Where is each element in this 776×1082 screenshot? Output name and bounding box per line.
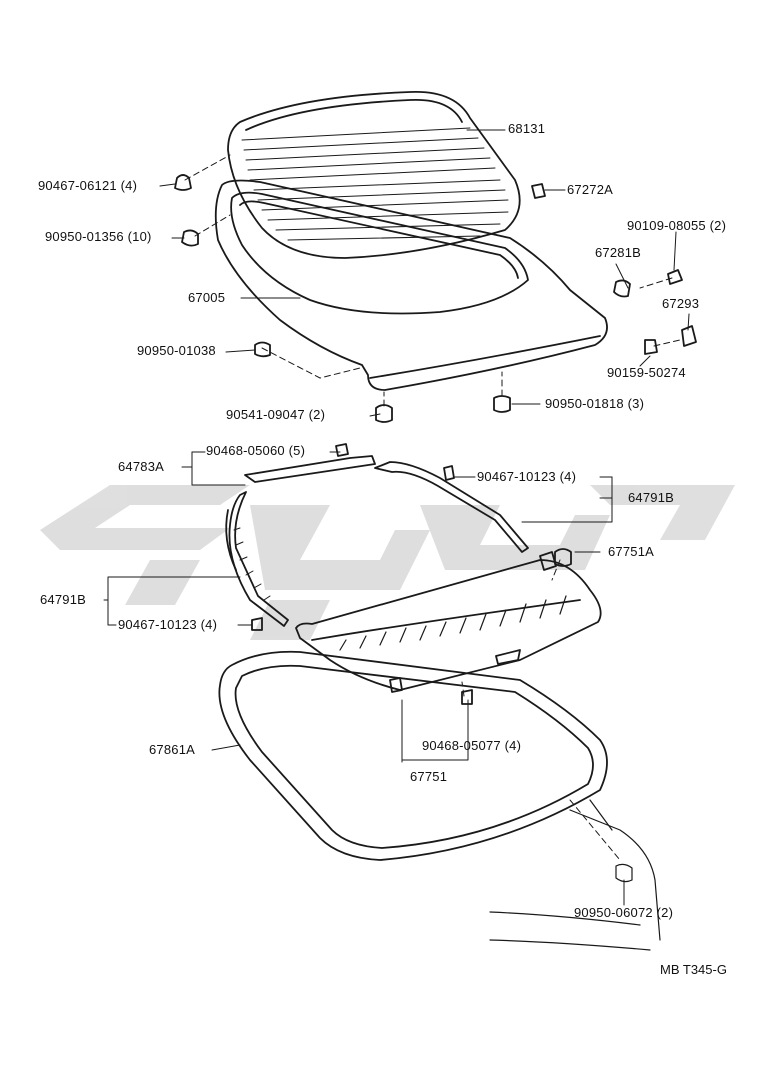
- fasteners-top: [174, 174, 697, 423]
- label-90468-05077: 90468-05077 (4): [422, 738, 522, 753]
- guide-lines: [184, 154, 681, 861]
- seal-67861A: [218, 650, 608, 861]
- diagram-reference: MB T345-G: [660, 962, 727, 977]
- label-67861A: 67861A: [149, 742, 196, 757]
- label-90950-01818: 90950-01818 (3): [545, 396, 645, 411]
- label-90467-06121: 90467-06121 (4): [38, 178, 138, 193]
- label-90467-10123-right: 90467-10123 (4): [477, 469, 577, 484]
- label-67281B: 67281B: [595, 245, 642, 260]
- label-64791B-left: 64791B: [40, 592, 87, 607]
- rail-64791B-left: [225, 491, 289, 631]
- label-67272A: 67272A: [567, 182, 614, 197]
- rail-64791B-right: [374, 461, 529, 553]
- label-67005: 67005: [188, 290, 226, 305]
- label-67751: 67751: [410, 769, 448, 784]
- label-90950-06072: 90950-06072 (2): [574, 905, 674, 920]
- spoiler-body-67005: [214, 179, 608, 391]
- glass-hatching: [241, 127, 509, 241]
- frame-tabs: [339, 595, 567, 651]
- label-90468-05060: 90468-05060 (5): [206, 443, 306, 458]
- label-90541-09047: 90541-09047 (2): [226, 407, 326, 422]
- leader-lines: [103, 129, 690, 906]
- label-64791B-right: 64791B: [628, 490, 675, 505]
- strip-64783A: [244, 443, 376, 483]
- label-67293: 67293: [662, 296, 700, 311]
- watermark-logo: [40, 485, 735, 640]
- label-90109-08055: 90109-08055 (2): [627, 218, 727, 233]
- label-90467-10123-left: 90467-10123 (4): [118, 617, 218, 632]
- glass-panel-68131: [227, 91, 521, 259]
- label-90950-01038: 90950-01038: [137, 343, 216, 358]
- label-68131: 68131: [508, 121, 546, 136]
- car-body-outline: [489, 799, 661, 951]
- label-67751A: 67751A: [608, 544, 655, 559]
- frame-67751: [295, 551, 602, 705]
- label-90159-50274: 90159-50274: [607, 365, 686, 380]
- label-64783A: 64783A: [118, 459, 165, 474]
- label-90950-01356: 90950-01356 (10): [45, 229, 152, 244]
